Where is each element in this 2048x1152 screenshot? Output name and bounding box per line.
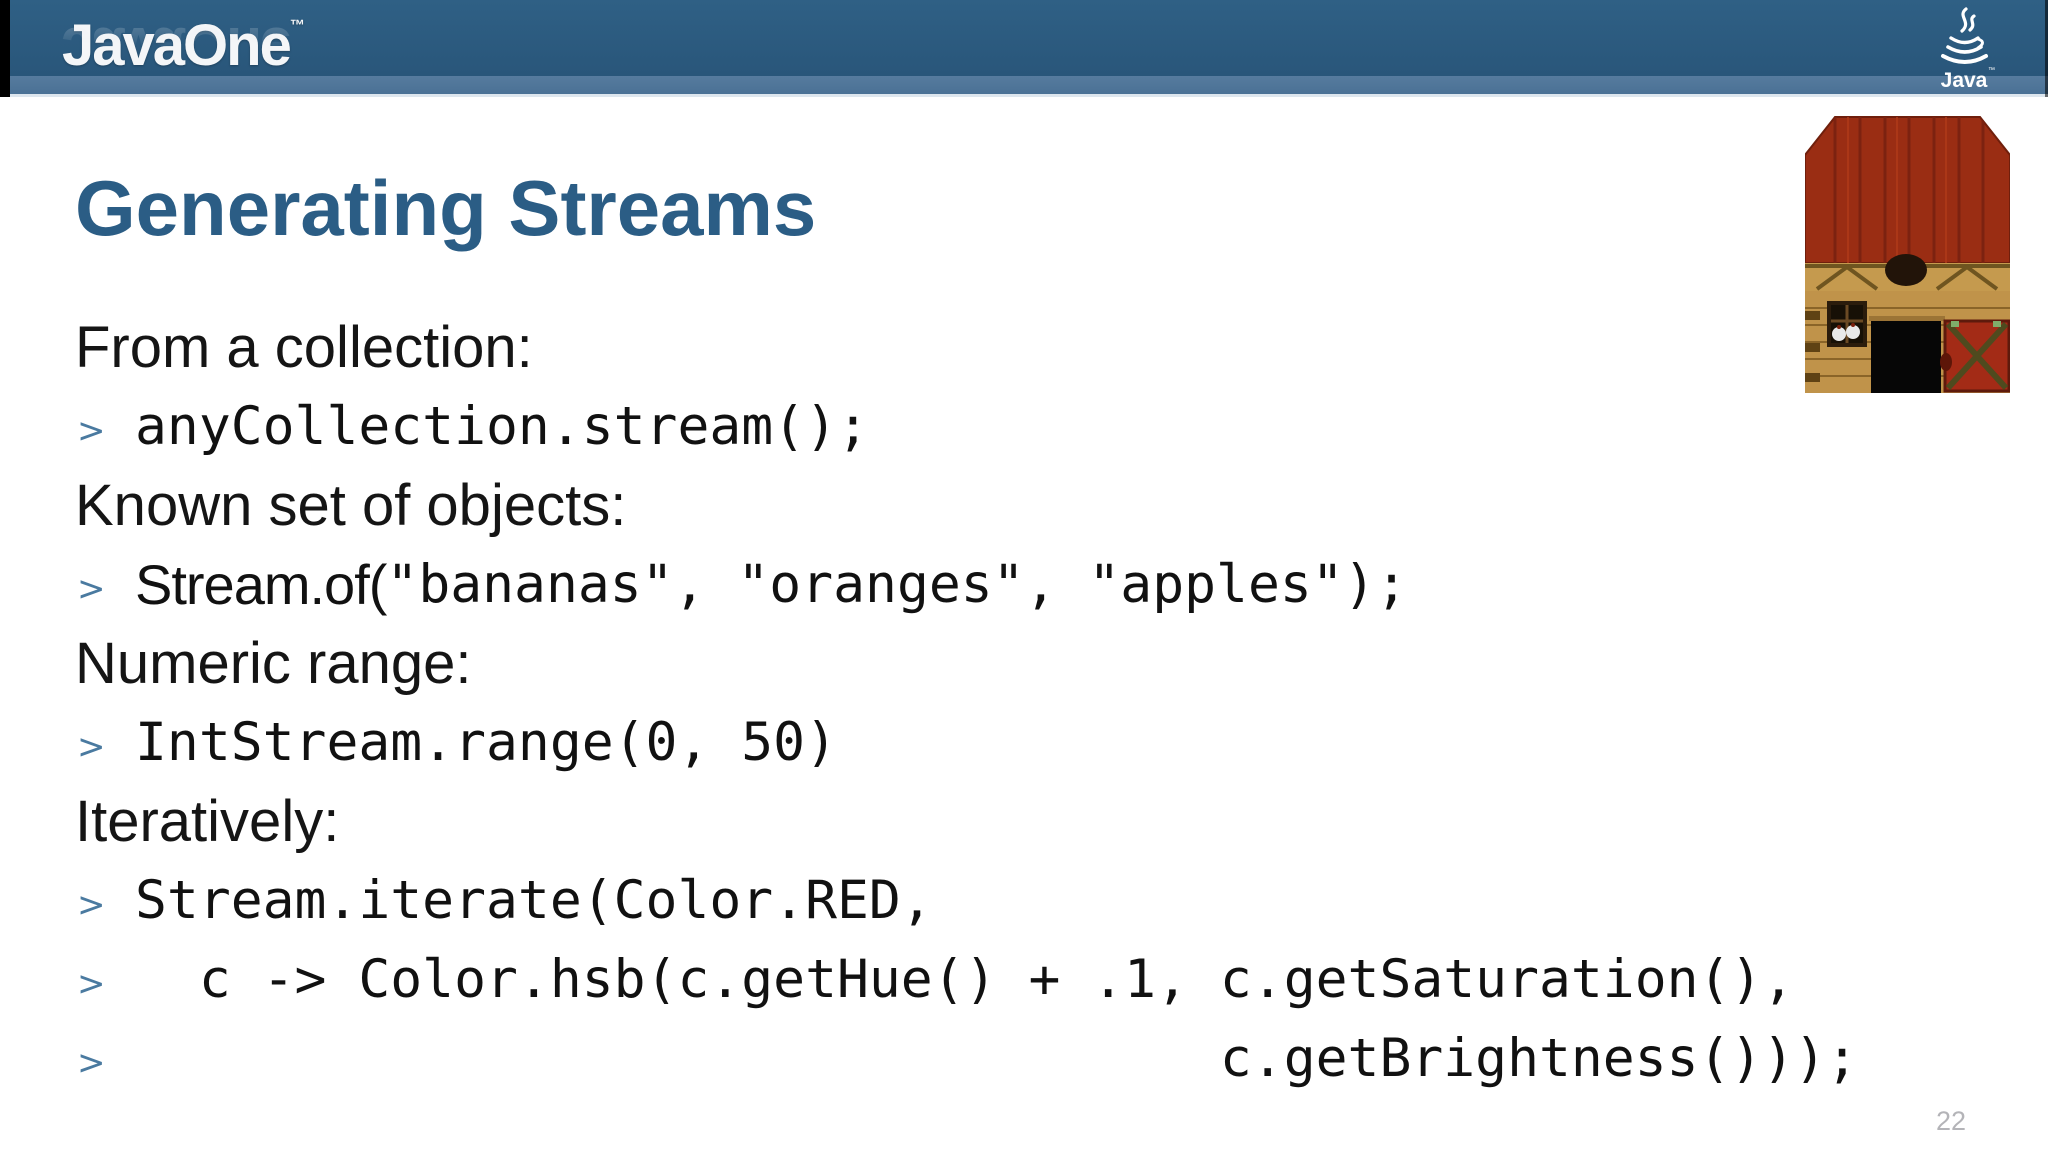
slide-title: Generating Streams xyxy=(75,164,817,252)
chevron-bullet-icon: > xyxy=(77,726,106,767)
java-cup-icon: Java ™ xyxy=(1941,7,1995,92)
code-text-sans: Stream.of( xyxy=(135,553,387,616)
code-line: > Stream.iterate(Color.RED, xyxy=(75,861,1975,940)
chevron-bullet-icon: > xyxy=(77,884,106,925)
slide-content: From a collection: > anyCollection.strea… xyxy=(75,308,1975,1098)
code-text: anyCollection.stream(); xyxy=(135,396,869,457)
header-bar-band xyxy=(0,76,2048,97)
header-bar: JavaOne™ JavaOne Java ™ xyxy=(0,0,2048,97)
java-logo-trademark: ™ xyxy=(1988,67,1995,74)
heading-line: Known set of objects: xyxy=(75,466,1975,545)
code-text: IntStream.range(0, 50) xyxy=(135,712,837,773)
code-text: "bananas", "oranges", "apples"); xyxy=(386,554,1408,615)
right-edge-strip xyxy=(2045,0,2048,97)
chevron-bullet-icon: > xyxy=(77,963,106,1004)
heading-text: Numeric range: xyxy=(75,631,472,696)
chevron-bullet-icon: > xyxy=(77,410,106,451)
page-number: 22 xyxy=(1936,1106,1967,1136)
code-line: > Stream.of( "bananas", "oranges", "appl… xyxy=(75,545,1975,624)
code-text: c -> Color.hsb(c.getHue() + .1, c.getSat… xyxy=(135,949,1795,1010)
heading-text: Known set of objects: xyxy=(75,473,627,538)
heading-line: Numeric range: xyxy=(75,624,1975,703)
heading-text: Iteratively: xyxy=(75,789,340,854)
javaone-logo-text: JavaOne xyxy=(62,13,292,78)
header-bar-dark xyxy=(0,0,2048,76)
chevron-bullet-icon: > xyxy=(77,568,106,609)
left-edge-strip xyxy=(0,0,10,97)
heading-text: From a collection: xyxy=(75,315,533,380)
java-logo-label: Java xyxy=(1941,69,1988,92)
code-line: > c.getBrightness())); xyxy=(75,1019,1975,1098)
code-line: > c -> Color.hsb(c.getHue() + .1, c.getS… xyxy=(75,940,1975,1019)
trademark-symbol: ™ xyxy=(289,17,305,34)
code-text: c.getBrightness())); xyxy=(135,1028,1859,1089)
heading-line: From a collection: xyxy=(75,308,1975,387)
heading-line: Iteratively: xyxy=(75,782,1975,861)
code-line: > anyCollection.stream(); xyxy=(75,387,1975,466)
barn-illustration xyxy=(1805,116,2010,393)
javaone-logo: JavaOne™ xyxy=(62,13,305,78)
code-line: > IntStream.range(0, 50) xyxy=(75,703,1975,782)
chevron-bullet-icon: > xyxy=(77,1042,106,1083)
code-text: Stream.iterate(Color.RED, xyxy=(135,870,933,931)
